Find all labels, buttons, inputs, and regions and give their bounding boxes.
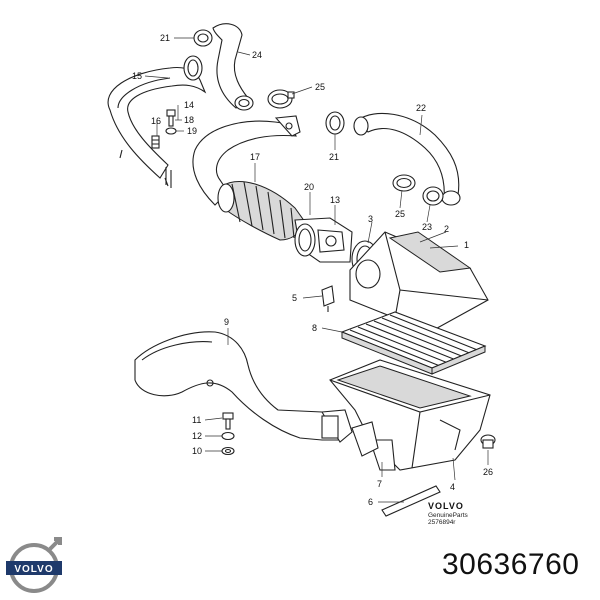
callout-24: 24	[252, 50, 262, 60]
callout-14: 14	[184, 100, 194, 110]
part-number: 30636760	[442, 548, 580, 581]
callout-25-top: 25	[315, 82, 325, 92]
leader-lines	[144, 37, 489, 503]
callout-5: 5	[292, 293, 297, 303]
callout-7: 7	[377, 479, 382, 489]
clamp-21-mid	[325, 111, 345, 135]
bracket-pins	[165, 167, 172, 188]
clamp-23	[422, 186, 444, 206]
callout-numbers: 21 24 15 25 14 18 16 19 22 21 17 20 13 2…	[132, 33, 493, 507]
tube-6	[381, 485, 441, 517]
sensor-13	[294, 217, 353, 263]
hose-15	[107, 55, 207, 187]
callout-17: 17	[250, 152, 260, 162]
nut-10	[221, 446, 235, 456]
clip-5	[321, 285, 335, 312]
callout-22: 22	[416, 103, 426, 113]
callout-23: 23	[422, 222, 432, 232]
lower-housing-4	[329, 359, 491, 471]
callout-2: 2	[444, 224, 449, 234]
callout-21-top: 21	[160, 33, 170, 43]
washer-12	[221, 431, 235, 441]
duct-17	[192, 115, 301, 206]
hose-24	[212, 23, 254, 111]
callout-13: 13	[330, 195, 340, 205]
callout-10: 10	[192, 446, 202, 456]
bolt-18	[166, 109, 176, 127]
callout-19: 19	[187, 126, 197, 136]
washer-19	[165, 127, 177, 135]
bolt-11	[222, 412, 234, 430]
callout-3: 3	[368, 214, 373, 224]
bolt-16	[151, 135, 160, 149]
callout-1: 1	[464, 240, 469, 250]
callout-25-right: 25	[395, 209, 405, 219]
volvo-logo: VOLVO	[6, 537, 62, 593]
callout-26: 26	[483, 467, 493, 477]
brand-block-name: VOLVO	[428, 501, 464, 511]
bellows-hose	[217, 181, 306, 241]
clamp-21-top	[193, 29, 213, 47]
callout-11: 11	[192, 415, 201, 425]
brand-block: VOLVO GenuineParts 2576894r	[428, 501, 468, 526]
callout-21-mid: 21	[329, 152, 339, 162]
callout-16: 16	[151, 116, 161, 126]
brand-block-line2: 2576894r	[428, 519, 456, 526]
callout-9: 9	[224, 317, 229, 327]
clamp-25-right	[392, 174, 416, 192]
logo-brand-text: VOLVO	[14, 564, 53, 575]
grommet-26	[480, 434, 496, 449]
callout-18: 18	[184, 115, 194, 125]
callout-6: 6	[368, 497, 373, 507]
callout-12: 12	[192, 431, 202, 441]
snorkel-9	[134, 331, 353, 443]
filter-lid-2	[349, 231, 489, 333]
callout-20: 20	[304, 182, 314, 192]
clamp-25-top	[267, 89, 295, 109]
callout-8: 8	[312, 323, 317, 333]
callout-4: 4	[450, 482, 455, 492]
filter-element-8	[340, 311, 487, 375]
callout-15: 15	[132, 71, 142, 81]
brand-block-line1: GenuineParts	[428, 512, 468, 519]
